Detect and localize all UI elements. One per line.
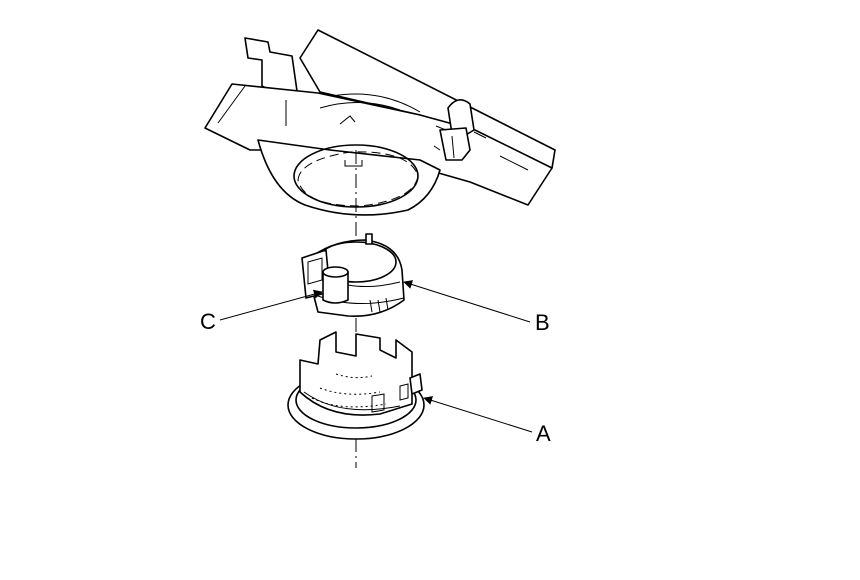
leader-line-a	[423, 396, 533, 433]
callout-label-c: C	[200, 309, 216, 334]
base-cup-a	[287, 331, 425, 440]
mounting-bracket-housing	[204, 29, 556, 216]
sensor-module-b	[301, 233, 405, 317]
leader-line-b	[403, 280, 531, 323]
leader-line-c	[219, 289, 323, 321]
callout-label-a: A	[536, 421, 551, 446]
callout-label-b: B	[535, 310, 550, 335]
